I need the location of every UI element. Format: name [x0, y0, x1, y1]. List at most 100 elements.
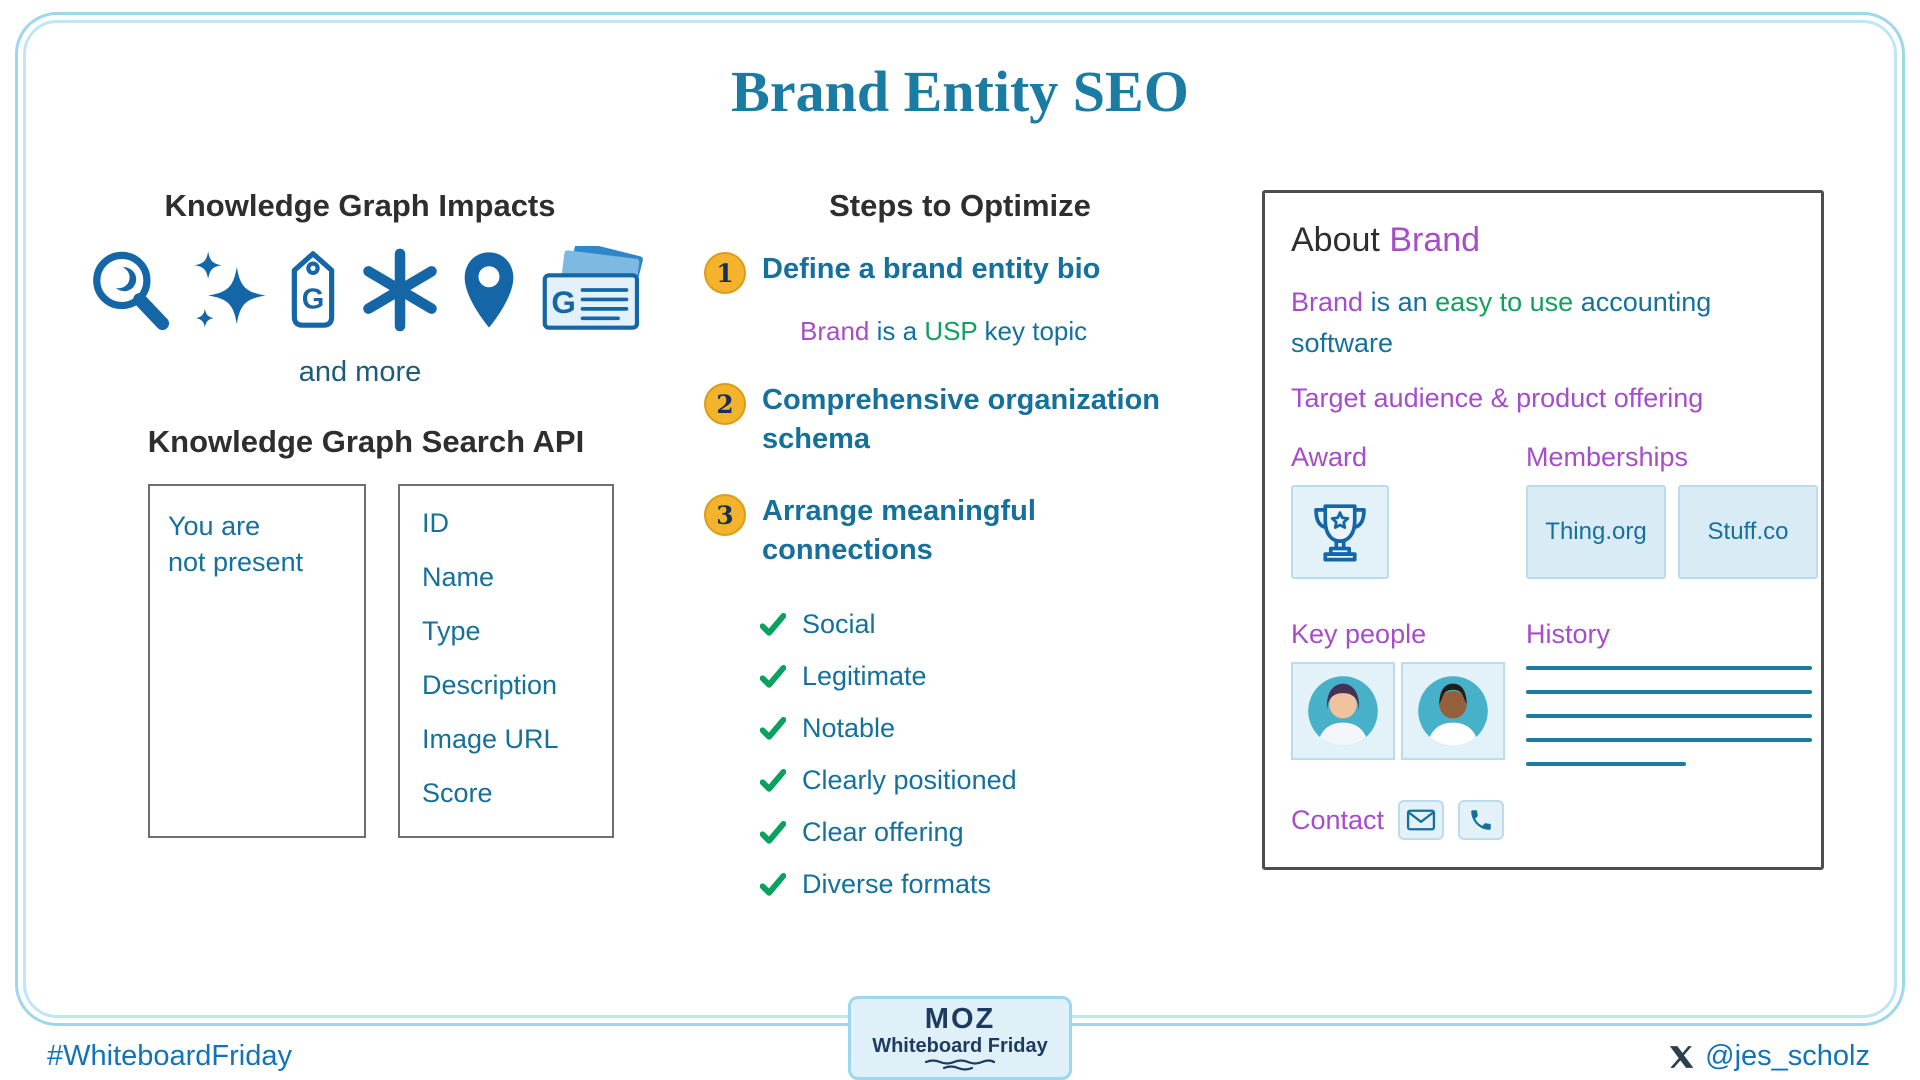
- not-present-box: You are not present: [148, 484, 366, 838]
- card-section-labels-2: Key people History: [1291, 619, 1795, 650]
- history-line: [1526, 690, 1812, 694]
- check-item-label: Notable: [802, 713, 896, 744]
- moz-whiteboard-friday-badge: MOZ Whiteboard Friday: [848, 996, 1072, 1080]
- avatar-woman-icon: [1308, 676, 1378, 746]
- award-box: [1291, 485, 1389, 579]
- api-field: ID: [422, 507, 449, 538]
- asterisk-icon: [363, 248, 437, 332]
- avatar-man-icon: [1418, 676, 1488, 746]
- step-3: 3 Arrange meaningful connections: [704, 492, 1224, 569]
- check-item: Clearly positioned: [760, 765, 1224, 796]
- history-line: [1526, 762, 1686, 766]
- check-item: Social: [760, 609, 1224, 640]
- steps-heading: Steps to Optimize: [829, 188, 1091, 223]
- note-end: key topic: [977, 316, 1088, 346]
- svg-text:G: G: [551, 285, 575, 320]
- brand-bio: Brand is an easy to use accounting softw…: [1291, 282, 1791, 363]
- price-tag-icon: G: [291, 251, 335, 328]
- check-item-label: Social: [802, 609, 876, 640]
- membership-boxes: Thing.org Stuff.co: [1526, 485, 1818, 579]
- check-icon: [760, 768, 786, 792]
- card-section-row-2: [1291, 662, 1812, 766]
- location-pin-icon: [464, 252, 514, 328]
- check-icon: [760, 872, 786, 896]
- membership-thing-org: Thing.org: [1526, 485, 1666, 579]
- x-logo-icon: [1670, 1045, 1694, 1068]
- check-icon: [760, 716, 786, 740]
- bio-brand: Brand: [1291, 287, 1364, 317]
- steps-list: 1 Define a brand entity bio Brand is a U…: [704, 250, 1224, 921]
- person-tile: [1401, 662, 1505, 760]
- author-handle-text: @jes_scholz: [1705, 1040, 1870, 1072]
- check-item: Legitimate: [760, 661, 1224, 692]
- memberships-label: Memberships: [1526, 442, 1689, 472]
- history-line: [1526, 738, 1812, 742]
- contact-label: Contact: [1291, 804, 1385, 835]
- check-icon: [760, 820, 786, 844]
- step-1-number-badge: 1: [704, 252, 746, 294]
- search-icon: [93, 251, 170, 331]
- step-3-label: Arrange meaningful connections: [762, 495, 1036, 566]
- history-label: History: [1526, 619, 1611, 649]
- impacts-icons-row: G G: [86, 246, 652, 334]
- note-mid: is a: [869, 316, 925, 346]
- hashtag-label: #WhiteboardFriday: [47, 1040, 292, 1072]
- step-3-number-badge: 3: [704, 494, 746, 537]
- api-heading: Knowledge Graph Search API: [147, 424, 585, 459]
- person-tile: [1291, 662, 1395, 760]
- phone-icon: [1471, 810, 1491, 830]
- whiteboard-friday-label: Whiteboard Friday: [872, 1034, 1048, 1057]
- bio-highlight: easy to use: [1435, 287, 1574, 317]
- api-field: Type: [422, 615, 481, 646]
- api-field: Name: [422, 561, 495, 592]
- about-brand-name: Brand: [1389, 221, 1481, 259]
- history-line: [1526, 666, 1812, 670]
- note-usp: USP: [924, 316, 978, 346]
- bio-end: accounting software: [1291, 287, 1712, 358]
- and-more-label: and more: [298, 356, 422, 388]
- step-2-label: Comprehensive organization schema: [762, 384, 1161, 455]
- card-section-labels-1: Award Memberships: [1291, 442, 1795, 473]
- step-1-note: Brand is a USP key topic: [800, 316, 1224, 347]
- contact-email-box: [1398, 800, 1445, 840]
- bio-mid: is an: [1363, 287, 1436, 317]
- trophy-icon: [1314, 504, 1366, 562]
- api-field: Description: [422, 669, 558, 700]
- check-icon: [760, 612, 786, 636]
- news-cards-icon: G: [542, 246, 643, 330]
- card-subtitle: Target audience & product offering: [1291, 383, 1704, 413]
- check-item-label: Clear offering: [802, 817, 964, 848]
- check-item: Notable: [760, 713, 1224, 744]
- key-people-label: Key people: [1291, 619, 1427, 649]
- note-brand: Brand: [800, 316, 870, 346]
- check-item: Clear offering: [760, 817, 1224, 848]
- squiggle-icon: [924, 1058, 996, 1071]
- check-icon: [760, 664, 786, 688]
- step-2: 2 Comprehensive organization schema: [704, 381, 1224, 458]
- check-item-label: Diverse formats: [802, 869, 992, 900]
- sparkle-icon: [194, 251, 266, 328]
- about-brand-card: About Brand Brand is an easy to use acco…: [1262, 190, 1824, 870]
- step-2-number-badge: 2: [704, 383, 746, 425]
- author-handle: @jes_scholz: [1669, 1040, 1870, 1073]
- step-1-label: Define a brand entity bio: [762, 253, 1101, 285]
- about-prefix: About: [1291, 221, 1390, 259]
- key-people-tiles: [1291, 662, 1526, 760]
- api-fields-box: ID Name Type Description Image URL Score: [398, 484, 614, 838]
- check-item: Diverse formats: [760, 869, 1224, 900]
- connections-checklist: Social Legitimate Notable Clearly positi…: [760, 609, 1224, 900]
- about-heading: About Brand: [1291, 221, 1795, 260]
- svg-text:G: G: [302, 284, 325, 316]
- page-title: Brand Entity SEO: [731, 59, 1189, 124]
- not-present-line: not present: [168, 547, 304, 578]
- check-item-label: Clearly positioned: [802, 765, 1017, 796]
- history-line: [1526, 714, 1812, 718]
- contact-row: Contact: [1291, 800, 1795, 840]
- card-section-row-1: Thing.org Stuff.co: [1291, 485, 1818, 579]
- email-icon: [1406, 809, 1436, 831]
- contact-phone-box: [1458, 800, 1505, 840]
- not-present-line: You are: [168, 511, 261, 541]
- membership-stuff-co: Stuff.co: [1678, 485, 1818, 579]
- check-item-label: Legitimate: [802, 661, 927, 692]
